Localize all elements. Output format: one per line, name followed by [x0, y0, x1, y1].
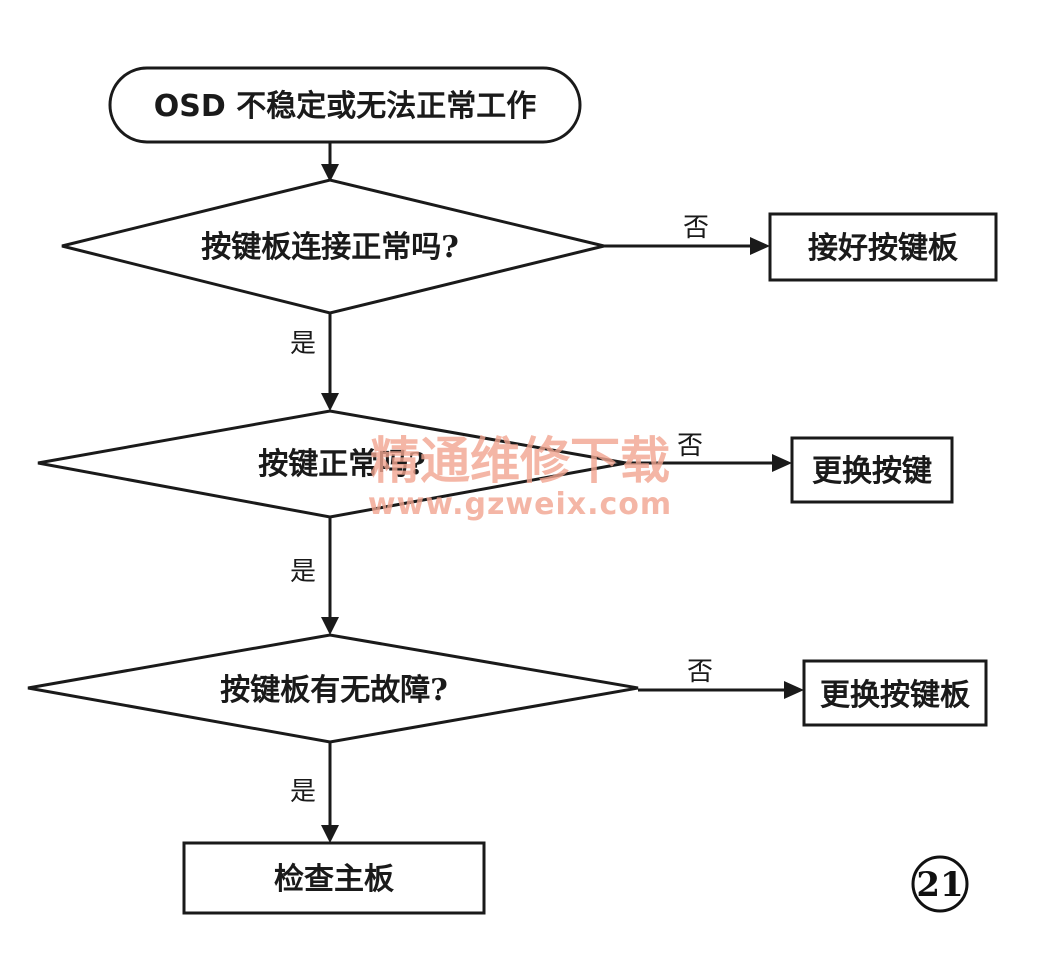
start-node-label: OSD 不稳定或无法正常工作: [154, 89, 536, 124]
figure-number: 21: [916, 865, 963, 905]
decision-node-3-label: 按键板有无故障?: [220, 673, 448, 708]
edge-start-q1: [321, 142, 339, 182]
action-node-2-label: 更换按键: [812, 454, 932, 489]
end-node-label: 检查主板: [274, 862, 394, 897]
edge-q3-no: 否: [638, 657, 804, 699]
figure-number-badge: 21: [911, 855, 969, 913]
action-node-3: 更换按键板: [802, 659, 988, 727]
decision-node-1: 按键板连接正常吗?: [61, 178, 605, 315]
start-node: OSD 不稳定或无法正常工作: [108, 66, 582, 144]
decision-node-3: 按键板有无故障?: [27, 633, 639, 744]
edge-q1-yes-label: 是: [290, 329, 316, 359]
edge-q3-no-label: 否: [687, 657, 713, 687]
edge-q1-no-label: 否: [683, 213, 709, 243]
edge-q1-no: 否: [604, 213, 770, 255]
edge-q3-yes: 是: [290, 742, 339, 843]
edge-q2-yes-label: 是: [290, 557, 316, 587]
end-node: 检查主板: [182, 841, 486, 915]
edge-q1-yes: 是: [290, 313, 339, 411]
action-node-3-label: 更换按键板: [820, 678, 970, 713]
action-node-1: 接好按键板: [768, 212, 998, 282]
edge-q3-yes-label: 是: [290, 777, 316, 807]
edge-q2-yes: 是: [290, 517, 339, 635]
edge-q2-no: 否: [626, 431, 792, 472]
action-node-1-label: 接好按键板: [808, 231, 958, 266]
decision-node-1-label: 按键板连接正常吗?: [201, 230, 459, 265]
action-node-2: 更换按键: [790, 436, 954, 504]
watermark: 精通维修下载 www.gzweix.com: [368, 432, 672, 522]
watermark-text: 精通维修下载: [370, 432, 670, 490]
watermark-url: www.gzweix.com: [368, 487, 672, 522]
edge-q2-no-label: 否: [677, 431, 703, 461]
decision-node-2-label: 按键正常吗?: [258, 447, 426, 482]
